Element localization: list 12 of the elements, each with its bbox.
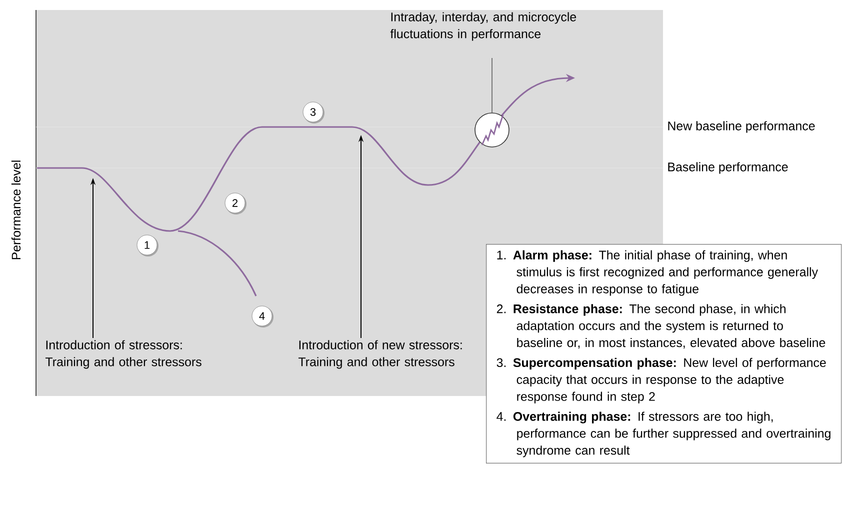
callout-number: 3 <box>302 102 324 124</box>
callout-number: 2 <box>224 192 246 214</box>
annotation-text: Introduction of stressors: Training and other stressors <box>46 340 202 369</box>
axis-title: Performance level <box>11 160 21 260</box>
annotation-text: Intraday, interday, and microcycle fluctuations in performance <box>390 12 576 41</box>
annotation-text: Introduction of new stressors: Training and other stressors <box>298 340 462 369</box>
reference-line-label: Baseline performance <box>668 162 788 174</box>
callout-number: 1 <box>136 234 158 256</box>
legend-box: 1. Alarm phase: The initial phase of training, when stimulus is first recognized and performance generally decreases in response to fatigue 2. Resistance phase: The second phase, in which adaptation occurs and the system is returned to baseline or, in most instances, elevated above baseline 3. Supercompensation phase: New level of performance capacity that occurs in response to the adaptive response found in step 2 4. Overtraining phase: If stressors are too high, performance can be further suppressed and overtraining syndrome can result <box>486 244 842 464</box>
magnifier-drawing <box>474 112 510 148</box>
callout-number: 4 <box>252 306 274 328</box>
reference-line-label: New baseline performance <box>668 121 815 133</box>
